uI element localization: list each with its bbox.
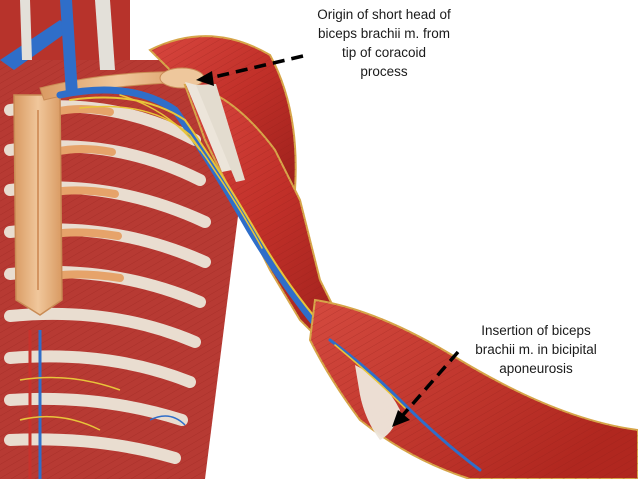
insertion-label-line: brachii m. in bicipital — [475, 342, 597, 357]
sternum — [13, 94, 63, 316]
origin-label-line: tip of coracoid — [341, 45, 427, 60]
axillary-vessels — [56, 86, 331, 336]
insertion-annotation-label: Insertion of biceps brachii m. in bicipi… — [458, 321, 614, 378]
origin-label-line: Origin of short head of — [317, 7, 451, 22]
origin-label-line: process — [360, 64, 408, 79]
forearm — [308, 298, 638, 479]
insertion-pointer-arrow — [392, 350, 460, 427]
insertion-label-line: Insertion of biceps — [481, 323, 591, 338]
insertion-label-line: aponeurosis — [499, 361, 573, 376]
origin-pointer-arrow — [196, 54, 304, 86]
thoracic-vessels — [19, 330, 186, 479]
forearm-vessels — [328, 338, 482, 472]
origin-annotation-label: Origin of short head of biceps brachii m… — [302, 5, 466, 81]
neck-vessels — [0, 0, 130, 95]
upper-arm — [183, 82, 347, 352]
bicipital-aponeurosis — [355, 365, 400, 440]
origin-label-line: biceps brachii m. from — [317, 26, 451, 41]
